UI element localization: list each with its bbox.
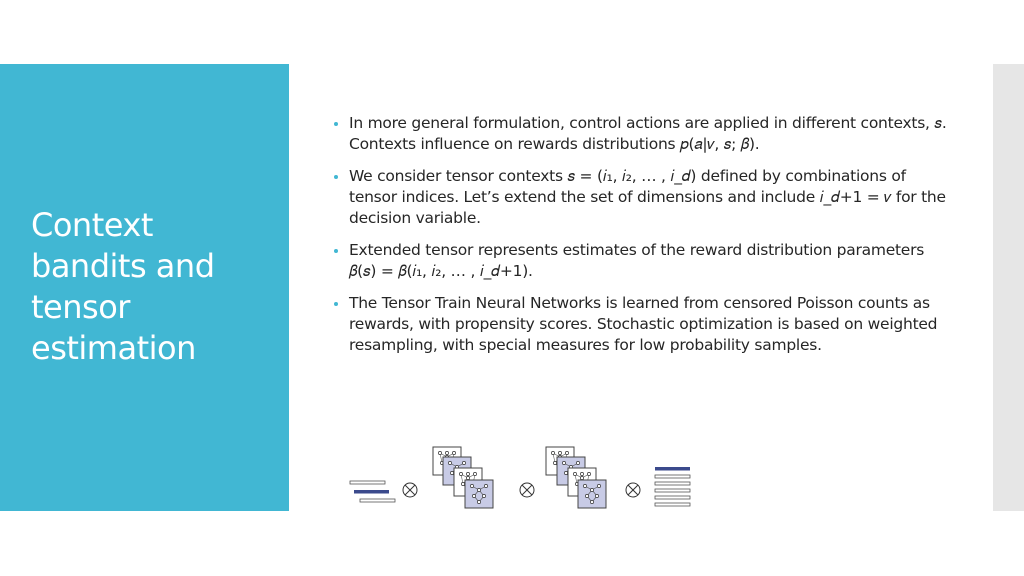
math-expression: 𝑖_𝑑+1 = 𝑣	[819, 188, 892, 206]
math-expression: 𝑝(𝑎|𝑣, 𝑠; 𝛽)	[680, 135, 755, 153]
slide-title: Context bandits and tensor estimation	[31, 206, 215, 367]
bullet-item: In more general formulation, control act…	[333, 113, 953, 155]
bullet-icon	[334, 249, 338, 253]
bullet-text: Extended tensor represents estimates of …	[349, 241, 925, 259]
side-strip	[993, 64, 1024, 511]
bullet-item: The Tensor Train Neural Networks is lear…	[333, 293, 953, 356]
bullet-text: . Contexts influence on rewards distribu…	[349, 114, 947, 153]
neural-network-stack-icon	[545, 446, 607, 509]
math-expression: 𝑠 = (𝑖₁, 𝑖₂, … , 𝑖_𝑑)	[567, 167, 697, 185]
title-panel	[0, 64, 289, 511]
tensor-product-icon	[519, 482, 535, 498]
bullet-text: We consider tensor contexts	[349, 167, 568, 185]
bullet-item: Extended tensor represents estimates of …	[333, 240, 953, 282]
bullet-icon	[334, 175, 338, 179]
tensor-train-diagram	[349, 446, 691, 509]
tensor-product-icon	[625, 482, 641, 498]
neural-network-stack-icon	[432, 446, 494, 509]
bullet-icon	[334, 302, 338, 306]
tensor-product-icon	[402, 482, 418, 498]
output-vector-icon	[654, 467, 691, 507]
bullet-text: The Tensor Train Neural Networks is lear…	[349, 294, 938, 354]
bullet-text: In more general formulation, control act…	[349, 114, 935, 132]
bullet-text: defined by combinations of tensor indice…	[349, 167, 906, 206]
bullet-text: for the decision variable.	[349, 188, 946, 227]
math-expression: 𝑠	[934, 114, 942, 132]
input-vector-icon	[349, 480, 396, 503]
bullet-list: In more general formulation, control act…	[333, 113, 953, 367]
bullet-text: .	[754, 135, 760, 153]
bullet-icon	[334, 122, 338, 126]
bullet-text: .	[528, 262, 533, 280]
bullet-item: We consider tensor contexts 𝑠 = (𝑖₁, 𝑖₂,…	[333, 166, 953, 229]
math-expression: 𝛽(𝑠) = 𝛽(𝑖₁, 𝑖₂, … , 𝑖_𝑑+1)	[349, 262, 529, 280]
